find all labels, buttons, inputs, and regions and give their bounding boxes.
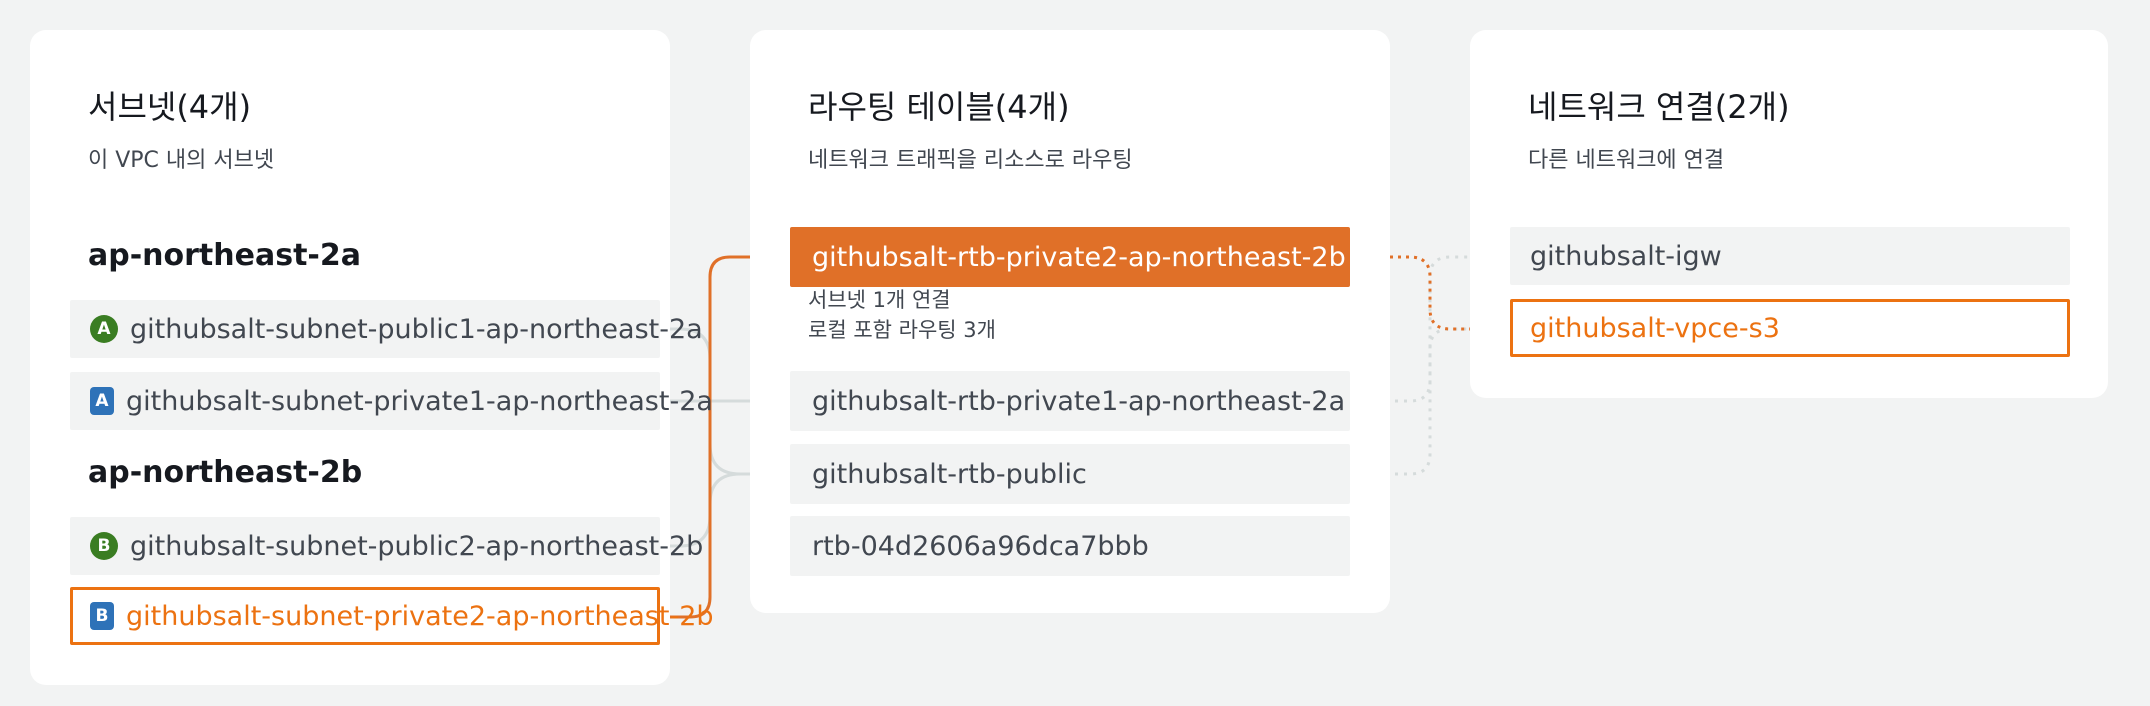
route-table-subnet-associations: 서브넷 1개 연결 bbox=[808, 288, 951, 312]
subnet-item-private1[interactable]: A githubsalt-subnet-private1-ap-northeas… bbox=[70, 372, 713, 430]
route-table-item-public[interactable]: githubsalt-rtb-public bbox=[790, 444, 1350, 504]
route-table-item-private1[interactable]: githubsalt-rtb-private1-ap-northeast-2a bbox=[790, 371, 1350, 431]
network-connection-label: githubsalt-vpce-s3 bbox=[1530, 312, 1780, 344]
route-tables-card: 라우팅 테이블(4개) 네트워크 트래픽을 리소스로 라우팅 githubsal… bbox=[750, 30, 1390, 613]
az-heading-2a: ap-northeast-2a bbox=[88, 238, 361, 273]
route-table-label: githubsalt-rtb-private2-ap-northeast-2b bbox=[812, 241, 1346, 273]
subnet-item-public2[interactable]: B githubsalt-subnet-public2-ap-northeast… bbox=[70, 517, 703, 575]
route-tables-description: 네트워크 트래픽을 리소스로 라우팅 bbox=[808, 148, 1133, 173]
route-tables-title: 라우팅 테이블(4개) bbox=[808, 88, 1070, 126]
network-connection-label: githubsalt-igw bbox=[1530, 240, 1722, 272]
route-table-item-default[interactable]: rtb-04d2606a96dca7bbb bbox=[790, 516, 1350, 576]
private-subnet-badge-icon: A bbox=[90, 387, 114, 415]
network-connections-title: 네트워크 연결(2개) bbox=[1528, 88, 1790, 126]
public-subnet-badge-icon: B bbox=[90, 532, 118, 560]
network-connection-item-vpce[interactable]: githubsalt-vpce-s3 bbox=[1510, 299, 2070, 357]
route-table-route-count: 로컬 포함 라우팅 3개 bbox=[808, 318, 996, 342]
private-subnet-badge-icon: B bbox=[90, 602, 114, 630]
subnets-card: 서브넷(4개) 이 VPC 내의 서브넷 ap-northeast-2a A g… bbox=[30, 30, 714, 685]
route-table-item-private2[interactable]: githubsalt-rtb-private2-ap-northeast-2b bbox=[790, 227, 1386, 287]
subnets-title: 서브넷(4개) bbox=[88, 88, 252, 126]
subnets-description: 이 VPC 내의 서브넷 bbox=[88, 148, 275, 173]
route-table-label: rtb-04d2606a96dca7bbb bbox=[812, 530, 1149, 562]
network-connections-description: 다른 네트워크에 연결 bbox=[1528, 148, 1725, 173]
subnet-label: githubsalt-subnet-public2-ap-northeast-2… bbox=[130, 530, 704, 562]
route-table-label: githubsalt-rtb-private1-ap-northeast-2a bbox=[812, 385, 1346, 417]
az-heading-2b: ap-northeast-2b bbox=[88, 455, 363, 490]
subnet-label: githubsalt-subnet-private1-ap-northeast-… bbox=[126, 385, 713, 417]
subnet-label: githubsalt-subnet-public1-ap-northeast-2… bbox=[130, 313, 703, 345]
route-table-label: githubsalt-rtb-public bbox=[812, 458, 1087, 490]
network-connections-card: 네트워크 연결(2개) 다른 네트워크에 연결 githubsalt-igw g… bbox=[1470, 30, 2108, 398]
subnet-label: githubsalt-subnet-private2-ap-northeast-… bbox=[126, 600, 714, 632]
external-link-icon[interactable] bbox=[1358, 242, 1388, 272]
network-connection-item-igw[interactable]: githubsalt-igw bbox=[1510, 227, 2070, 285]
subnet-item-private2[interactable]: B githubsalt-subnet-private2-ap-northeas… bbox=[70, 587, 714, 645]
subnet-item-public1[interactable]: A githubsalt-subnet-public1-ap-northeast… bbox=[70, 300, 703, 358]
public-subnet-badge-icon: A bbox=[90, 315, 118, 343]
